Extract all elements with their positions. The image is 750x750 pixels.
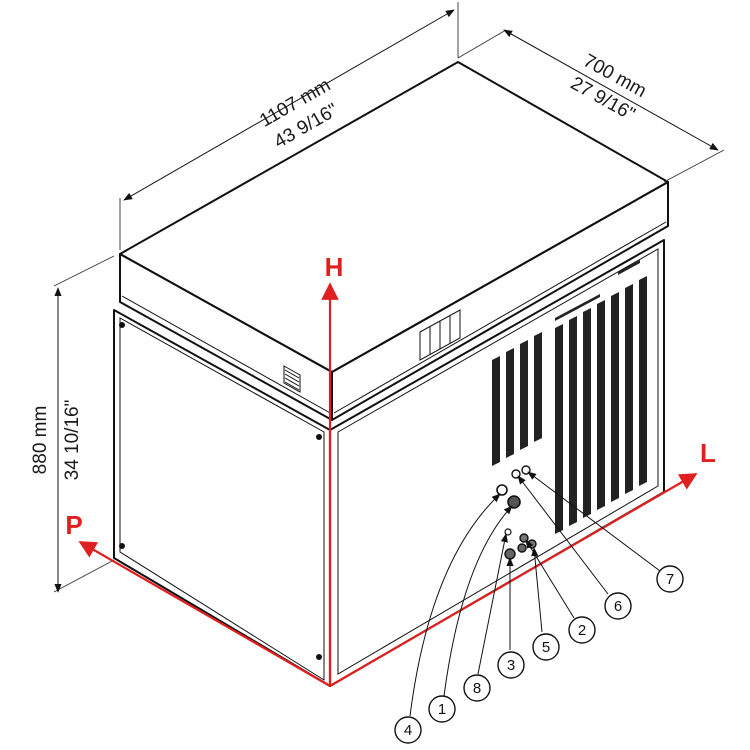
callout-5: 5 <box>532 633 560 661</box>
callout-2: 2 <box>568 616 596 644</box>
height-metric-text: 880 mm <box>30 406 51 475</box>
callout-leaders <box>409 471 661 717</box>
port-5-icon <box>527 539 537 549</box>
callout-6: 6 <box>604 592 632 620</box>
length-axis-arrow <box>329 473 698 687</box>
height-axis-label: H <box>325 252 344 282</box>
port-4-icon <box>496 484 508 496</box>
depth-axis-arrow <box>78 541 331 687</box>
depth-dimension-line <box>503 29 719 151</box>
screw-icon <box>316 434 322 440</box>
length-axis-label: L <box>700 438 716 468</box>
height-imperial-text: 34 10/16" <box>62 400 83 481</box>
reference-axes <box>78 282 698 687</box>
lid-vent-top <box>419 309 461 361</box>
screw-icon <box>119 543 125 549</box>
callout-3: 3 <box>497 651 525 679</box>
svg-text:7: 7 <box>666 571 674 588</box>
callout-1: 1 <box>428 695 456 723</box>
callout-8: 8 <box>463 674 491 702</box>
port-1-icon <box>507 495 521 509</box>
connection-ports <box>496 465 537 560</box>
svg-text:4: 4 <box>404 722 412 739</box>
svg-text:2: 2 <box>578 622 586 639</box>
length-dimension-line <box>123 9 455 201</box>
port-3-icon <box>504 548 516 560</box>
svg-text:6: 6 <box>614 598 622 615</box>
screw-icon <box>316 654 322 660</box>
depth-axis-label: P <box>65 510 82 540</box>
port-3b-icon <box>517 543 527 553</box>
svg-text:5: 5 <box>542 639 550 656</box>
dimension-lines <box>53 2 725 593</box>
svg-text:1: 1 <box>438 701 446 718</box>
screw-icon <box>119 322 125 328</box>
callout-7: 7 <box>656 565 684 593</box>
front-louvre-grille <box>492 260 647 534</box>
callout-4: 4 <box>394 716 422 744</box>
svg-text:8: 8 <box>473 680 481 697</box>
svg-text:3: 3 <box>507 657 515 674</box>
lid-vent-left <box>283 365 301 393</box>
